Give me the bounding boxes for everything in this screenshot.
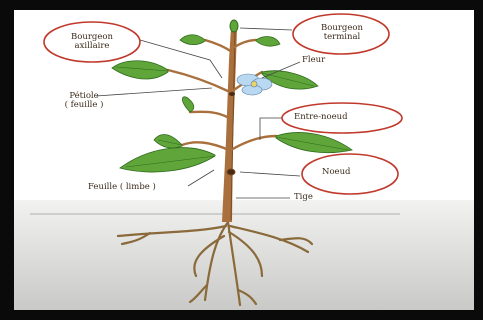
leaf-small-mid: [182, 96, 195, 113]
stem-shade: [230, 31, 236, 221]
label-fleur: Fleur: [302, 55, 326, 65]
label-noeud: Noeud: [322, 167, 351, 177]
label-tige: Tige: [294, 192, 313, 202]
node-mark-upper: [229, 92, 235, 96]
roots: [116, 220, 314, 307]
label-petiole: Pétiole ( feuille ): [64, 91, 104, 110]
label-bourgeon-axillaire: Bourgeon axillaire: [71, 32, 113, 51]
flower: [236, 73, 273, 96]
label-feuille-limbe: Feuille ( limbe ): [88, 182, 156, 192]
circle-noeud: [301, 153, 399, 195]
stem: [222, 28, 237, 222]
circle-bourgeon-terminal: [292, 13, 390, 55]
circle-bourgeon-axillaire: [43, 21, 141, 63]
label-entre-noeud: Entre-noeud: [294, 112, 348, 122]
label-bourgeon-terminal: Bourgeon terminal: [321, 23, 363, 42]
terminal-bud: [229, 19, 239, 33]
leaf-top-left: [179, 34, 206, 46]
leaves: [111, 34, 353, 173]
node-mark: [226, 168, 236, 176]
branch-stems: [166, 38, 278, 152]
circle-entre-noeud: [281, 102, 403, 134]
leader-lines: [95, 27, 301, 199]
leaf-veins: [115, 66, 349, 168]
callout-circles: [43, 13, 403, 195]
leaf-lower-left: [119, 147, 216, 173]
leaf-top-right: [255, 36, 281, 47]
leaf-lower-right: [275, 132, 353, 154]
leaf-upper-left: [111, 60, 169, 80]
